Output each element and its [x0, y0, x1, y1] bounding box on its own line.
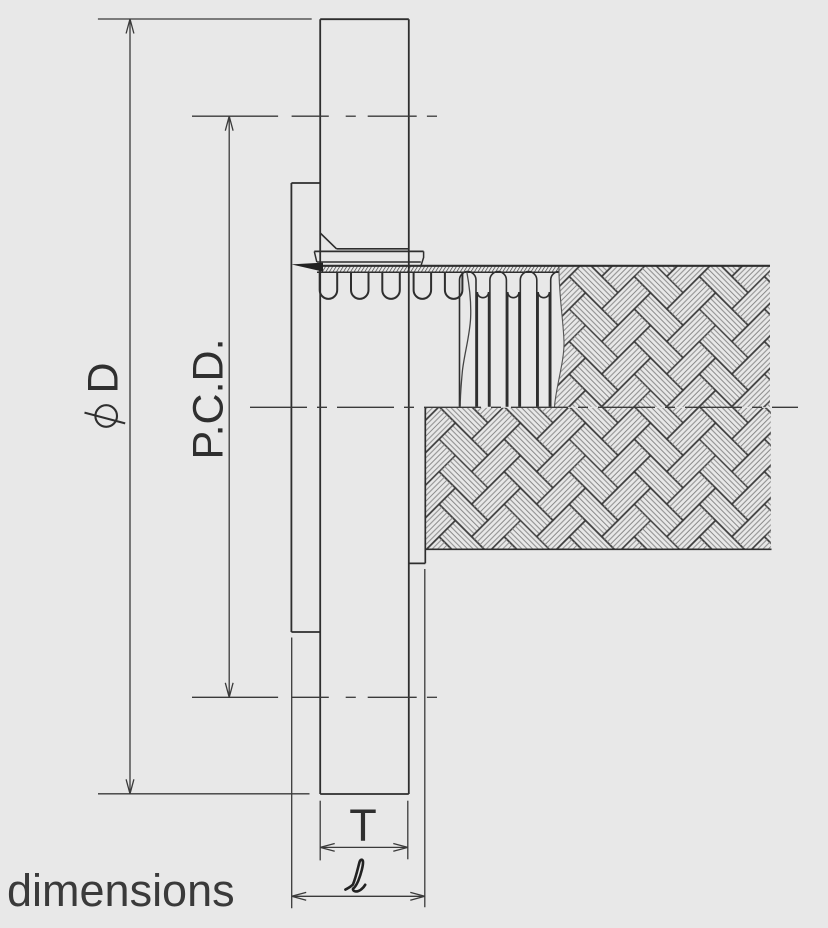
svg-text:P.C.D.: P.C.D. [185, 338, 233, 459]
svg-text:D: D [79, 362, 127, 393]
svg-text:dimensions: dimensions [7, 865, 235, 916]
svg-text:T: T [349, 800, 377, 851]
